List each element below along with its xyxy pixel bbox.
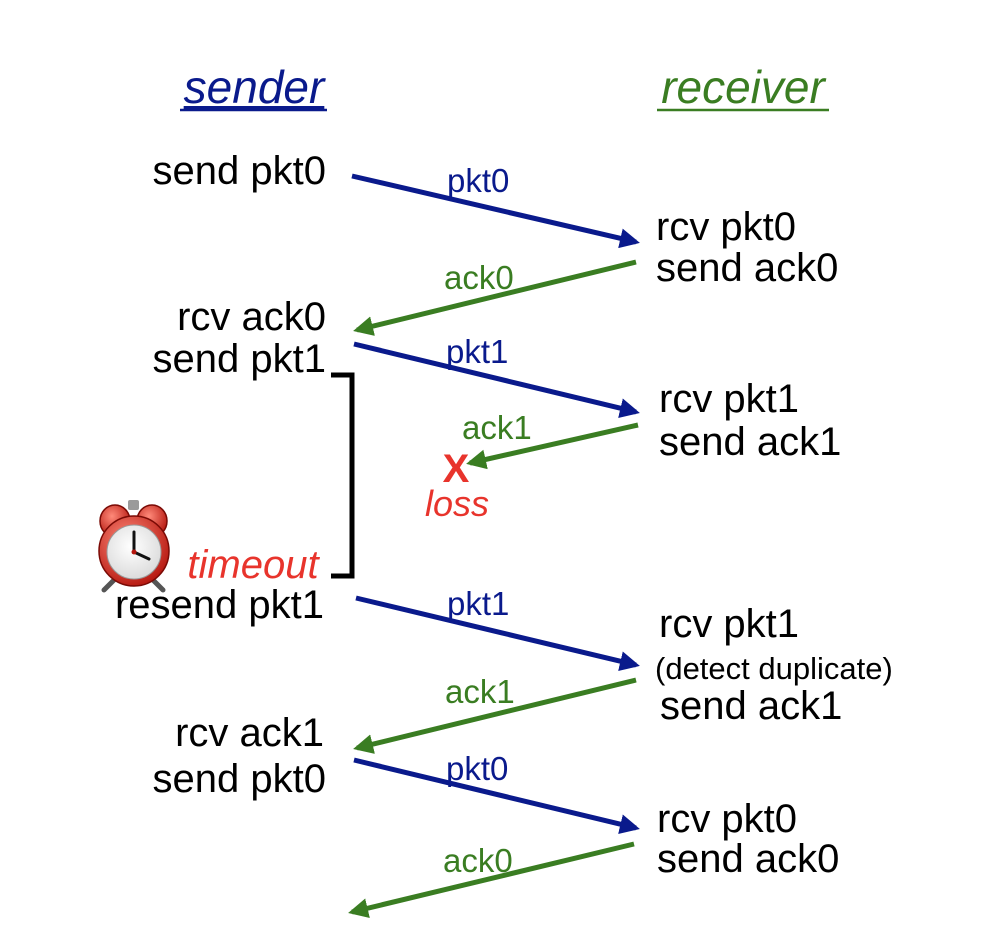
receiver-event: rcv pkt1 (659, 377, 799, 421)
receiver-event: rcv pkt0 (657, 797, 797, 841)
sender-event: rcv ack1 (175, 711, 324, 755)
sender-event: resend pkt1 (115, 583, 324, 627)
message-arrow-pkt0 (353, 757, 640, 834)
message-arrow-ack0 (348, 841, 635, 918)
message-label: pkt0 (447, 162, 509, 199)
loss-label: loss (425, 483, 489, 524)
message-arrow-pkt1-resend (355, 595, 640, 672)
alarm-clock-icon (98, 500, 170, 593)
sender-event: send pkt0 (153, 757, 326, 801)
message-label: ack0 (443, 842, 513, 879)
message-arrow-ack1 (353, 677, 637, 754)
message-label: pkt1 (446, 333, 508, 370)
message-arrow-ack0 (353, 259, 637, 336)
sender-event: send pkt0 (153, 149, 326, 193)
receiver-event: rcv pkt1 (659, 602, 799, 646)
sender-event: rcv ack0 (177, 295, 326, 339)
message-label: ack0 (444, 259, 514, 296)
receiver-header: receiver (661, 61, 826, 113)
message-label: pkt1 (447, 585, 509, 622)
receiver-event-note: (detect duplicate) (655, 651, 893, 686)
receiver-event: send ack0 (656, 246, 838, 290)
receiver-event: send ack1 (660, 684, 842, 728)
message-label: ack1 (445, 673, 515, 710)
receiver-event: rcv pkt0 (656, 205, 796, 249)
message-label: ack1 (462, 409, 532, 446)
receiver-event: send ack0 (657, 837, 839, 881)
message-arrow-pkt0 (351, 173, 640, 249)
message-label: pkt0 (446, 750, 508, 787)
sender-event: send pkt1 (153, 337, 326, 381)
sender-header: sender (184, 61, 326, 113)
loss-x-mark: X (443, 447, 470, 491)
message-arrow-ack1-lost (466, 422, 639, 470)
timeout-bracket (331, 372, 355, 579)
timeout-label: timeout (187, 543, 320, 587)
message-arrow-pkt1 (353, 341, 640, 418)
receiver-event: send ack1 (659, 420, 841, 464)
